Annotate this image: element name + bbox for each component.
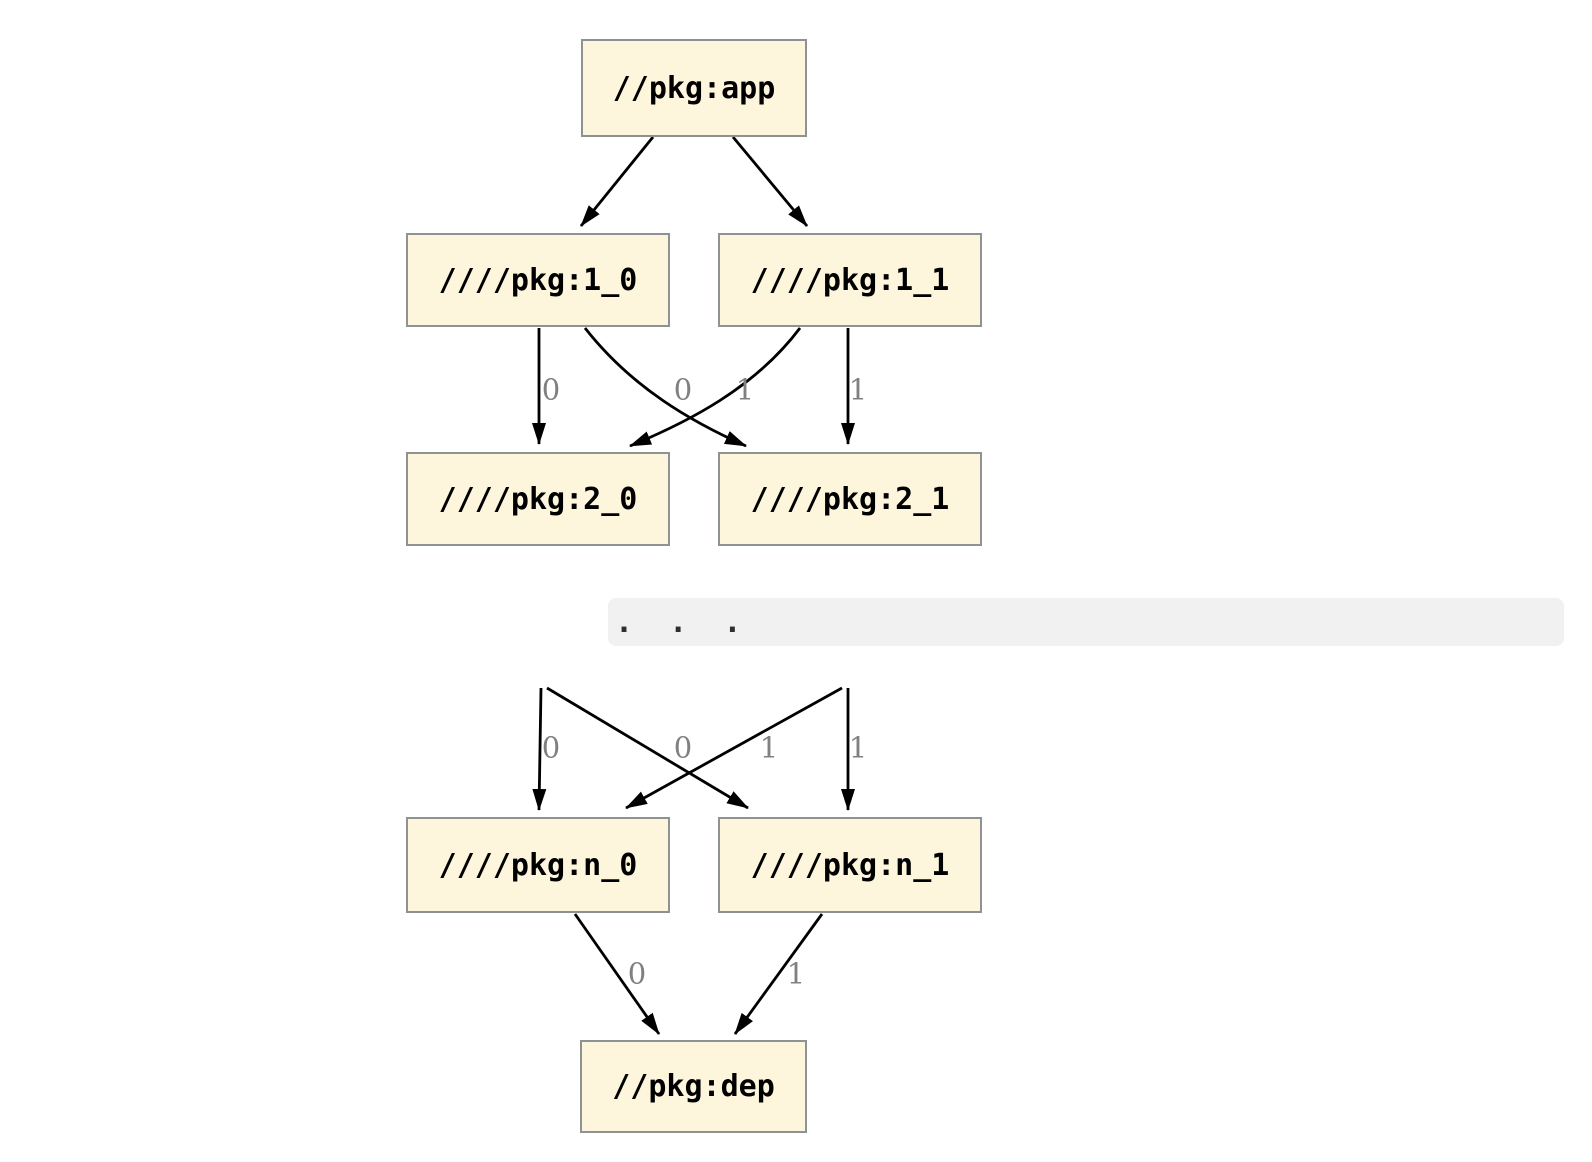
edge-label: 0 — [541, 372, 561, 407]
edge-label: 1 — [786, 956, 806, 991]
node-pkg-1_1: ////pkg:1_1 — [718, 233, 982, 327]
node-pkg-1_0: ////pkg:1_0 — [406, 233, 670, 327]
edge-label: 0 — [673, 372, 693, 407]
ellipsis-text: . . . — [615, 604, 742, 640]
ellipsis-band: . . . — [608, 598, 1564, 646]
node-pkg-dep: //pkg:dep — [580, 1040, 807, 1133]
edge-n_0-to-dep — [573, 913, 661, 1035]
edge-label: 1 — [848, 372, 868, 407]
node-pkg-app: //pkg:app — [581, 39, 807, 137]
edge-n_1-to-dep — [733, 913, 824, 1035]
edge-label: 0 — [673, 730, 693, 765]
edge-into-n_1-cross — [546, 686, 749, 810]
edge-into-n_0-straight — [532, 687, 547, 811]
edge-1_1-to-2_0 — [629, 327, 802, 448]
edge-label: 1 — [735, 372, 755, 407]
node-pkg-2_1: ////pkg:2_1 — [718, 452, 982, 546]
edge-into-n_0-cross — [625, 686, 843, 810]
edge-app-to-1_1 — [731, 136, 809, 227]
node-pkg-2_0: ////pkg:2_0 — [406, 452, 670, 546]
node-pkg-n_0: ////pkg:n_0 — [406, 817, 670, 913]
edge-label: 1 — [759, 730, 779, 765]
edge-app-to-1_0 — [579, 136, 655, 227]
edge-1_0-to-2_1 — [583, 327, 747, 448]
edge-label: 1 — [848, 730, 868, 765]
node-pkg-n_1: ////pkg:n_1 — [718, 817, 982, 913]
edge-label: 0 — [541, 730, 561, 765]
edge-label: 0 — [627, 956, 647, 991]
